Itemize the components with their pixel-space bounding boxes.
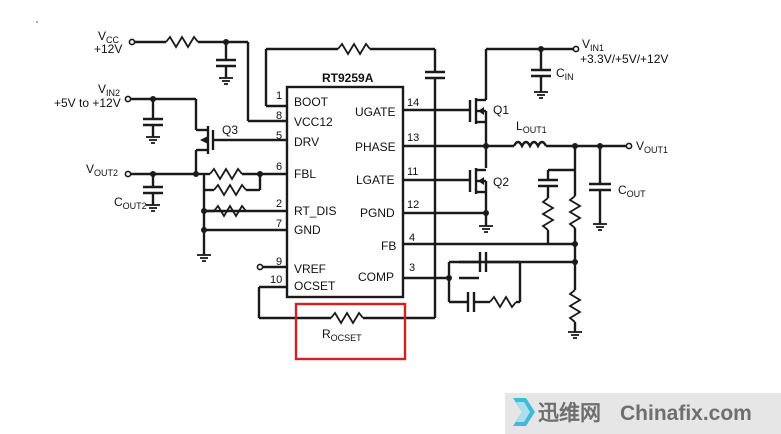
phase-node [403, 140, 633, 150]
pin-number-rt-dis: 2 [276, 198, 282, 210]
q2-label: Q2 [493, 175, 509, 189]
pin-label-vref: VREF [294, 262, 326, 276]
pin-label-ocset: OCSET [294, 279, 336, 293]
q3-label: Q3 [222, 123, 238, 137]
q2-mosfet [403, 146, 493, 233]
pin-number-phase: 13 [407, 132, 419, 144]
vout2-label: VOUT2 [86, 162, 118, 178]
vin2-value: +5V to +12V [54, 96, 121, 110]
watermark-cn: 迅维网 [538, 401, 601, 425]
watermark-band [505, 393, 781, 434]
output-capacitors [589, 146, 611, 231]
pin-number-boot: 1 [276, 90, 282, 102]
vcc-input-network [128, 35, 250, 121]
pin-number-gnd: 7 [276, 218, 282, 230]
ic-name: RT9259A [322, 71, 374, 85]
cin-label: CIN [556, 66, 574, 82]
lout1-inductor [512, 140, 548, 149]
lout1-label: LOUT1 [516, 119, 547, 135]
pin-label-vcc12: VCC12 [294, 115, 333, 129]
rocset-resistor [330, 311, 364, 325]
pin-number-ugate: 14 [407, 97, 419, 109]
pin-label-lgate: LGATE [356, 173, 394, 187]
pin-number-fb: 4 [409, 232, 415, 244]
cout2-label: COUT2 [114, 195, 147, 211]
comp-network [403, 252, 522, 312]
vin1-network [484, 45, 580, 100]
vref-terminal [256, 263, 264, 271]
feedback-network [403, 146, 582, 339]
fbl-resistor-upper [209, 167, 243, 181]
pin-label-pgnd: PGND [360, 206, 395, 220]
pin-number-ocset: 10 [270, 274, 282, 286]
vin2-label: VIN2 [98, 82, 120, 98]
pin-number-vcc12: 8 [276, 110, 282, 122]
watermark-logo-icon [513, 398, 535, 426]
pin-number-vref: 9 [276, 256, 282, 268]
q3-mosfet [194, 126, 218, 174]
pin-label-fbl: FBL [294, 167, 316, 181]
pin-number-pgnd: 12 [407, 199, 419, 211]
rt-dis-resistor [213, 204, 247, 218]
boot-resistor [337, 42, 371, 56]
vin2-network [124, 95, 198, 144]
vcc-value: +12V [94, 42, 122, 56]
vin1-label: VIN1 [582, 37, 604, 53]
pin-label-gnd: GND [294, 223, 321, 237]
stray-dot [36, 21, 38, 23]
pin-number-fbl: 6 [276, 161, 282, 173]
vin1-value: +3.3V/+5V/+12V [580, 52, 668, 66]
pin-label-boot: BOOT [294, 95, 329, 109]
pin-label-ugate: UGATE [355, 105, 395, 119]
watermark-en: Chinafix.com [620, 402, 752, 425]
rocset-label: ROCSET [322, 327, 362, 343]
pin-label-fb: FB [381, 239, 396, 253]
pin-label-comp: COMP [358, 270, 394, 284]
pin-label-drv: DRV [294, 135, 319, 149]
pin-number-comp: 3 [409, 262, 415, 274]
q1-mosfet [403, 98, 488, 146]
ic-body [285, 85, 405, 299]
vcc-resistor [165, 35, 199, 49]
cout-label: COUT [618, 183, 646, 199]
pin-label-rt-dis: RT_DIS [294, 204, 336, 218]
rocset-highlight-box [294, 302, 407, 361]
pin-number-lgate: 11 [407, 166, 418, 178]
pin-number-drv: 5 [276, 130, 282, 142]
vcc-label: VCC [98, 29, 120, 45]
q1-label: Q1 [493, 103, 509, 117]
vout2-network [124, 167, 263, 262]
fbl-resistor-lower [213, 183, 247, 197]
left-pin-wires [204, 104, 287, 289]
pin-label-phase: PHASE [355, 140, 396, 154]
vout1-label: VOUT1 [636, 139, 668, 155]
